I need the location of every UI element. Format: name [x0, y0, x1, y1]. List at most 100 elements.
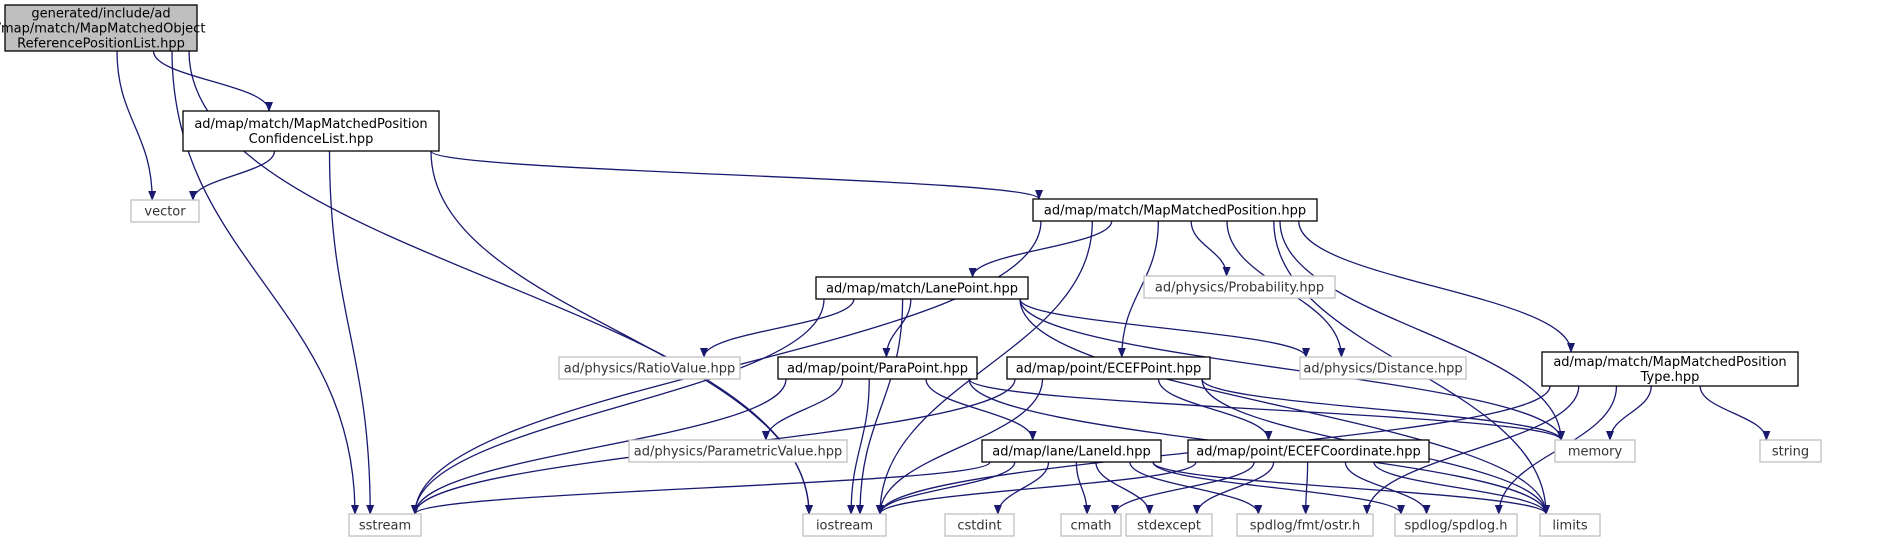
node-memory-box — [1554, 439, 1636, 463]
node-limits-label-line: limits — [1552, 519, 1588, 534]
node-root-label-line: generated/include/ad — [31, 7, 170, 22]
node-limits-box — [1539, 513, 1601, 537]
node-ratiovalue: ad/physics/RatioValue.hpp — [558, 356, 741, 380]
edge-laneid-to-ostr — [1129, 461, 1263, 515]
node-cmath-box — [1060, 513, 1122, 537]
node-probability-label-line: ad/physics/Probability.hpp — [1155, 281, 1324, 296]
node-stdexcept: stdexcept — [1125, 513, 1213, 537]
node-root-label-line: /map/match/MapMatchedObject — [0, 22, 205, 37]
edge-lanepoint-to-iostream — [856, 298, 904, 515]
node-distance: ad/physics/Distance.hpp — [1299, 356, 1467, 380]
node-mmposition[interactable]: ad/map/match/MapMatchedPosition.hpp — [1032, 198, 1318, 222]
node-root: generated/include/ad/map/match/MapMatche… — [0, 4, 205, 52]
edge-lanepoint-to-limits — [1019, 298, 1550, 515]
node-ostr-label-line: spdlog/fmt/ostr.h — [1250, 519, 1361, 534]
node-probability-box — [1143, 275, 1336, 299]
edge-root-to-sstream — [171, 50, 359, 515]
node-string-box — [1759, 439, 1822, 463]
edge-ecefcoord-to-cmath — [1111, 461, 1255, 515]
node-confidence-box — [182, 110, 440, 152]
node-vector: vector — [130, 199, 200, 223]
node-sstream-label-line: sstream — [359, 519, 411, 534]
node-mmptype-label-line: Type.hpp — [1640, 370, 1700, 385]
node-sstream: sstream — [348, 513, 422, 537]
edge-lanepoint-to-sstream — [411, 298, 825, 515]
node-layer: generated/include/ad/map/match/MapMatche… — [0, 4, 1822, 537]
edge-mmposition-to-mmptype — [1298, 220, 1575, 353]
node-confidence-label-line: ad/map/match/MapMatchedPosition — [194, 117, 427, 132]
edge-ecefpoint-to-iostream — [876, 378, 1044, 515]
node-lanepoint-label-line: ad/map/match/LanePoint.hpp — [826, 282, 1018, 297]
node-ecefcoord-box — [1187, 439, 1430, 463]
node-parapoint-label-line: ad/map/point/ParaPoint.hpp — [787, 362, 968, 377]
edge-ecefpoint-to-memory — [1201, 378, 1565, 441]
node-ratiovalue-box — [558, 356, 741, 380]
edge-parapoint-to-iostream — [847, 378, 870, 515]
node-mmposition-box — [1032, 198, 1318, 222]
node-limits: limits — [1539, 513, 1601, 537]
edge-lanepoint-to-ratiovalue — [700, 298, 855, 358]
node-ostr: spdlog/fmt/ostr.h — [1236, 513, 1374, 537]
edge-laneid-to-spdlog — [1152, 461, 1405, 515]
node-root-box — [4, 4, 198, 52]
node-root-label-line: ReferencePositionList.hpp — [17, 37, 185, 52]
node-iostream-label-line: iostream — [816, 519, 873, 534]
node-laneid[interactable]: ad/map/lane/LaneId.hpp — [981, 439, 1162, 463]
node-memory: memory — [1554, 439, 1636, 463]
node-mmptype-box — [1541, 351, 1799, 387]
edge-laneid-to-iostream — [876, 461, 1016, 515]
node-ecefpoint-label-line: ad/map/point/ECEFPoint.hpp — [1016, 362, 1202, 377]
edge-mmposition-to-iostream — [876, 220, 1094, 515]
node-spdlog: spdlog/spdlog.h — [1394, 513, 1518, 537]
node-spdlog-box — [1394, 513, 1518, 537]
node-stdexcept-box — [1125, 513, 1213, 537]
edge-ecefcoord-to-iostream — [876, 461, 1197, 515]
node-distance-label-line: ad/physics/Distance.hpp — [1303, 362, 1462, 377]
node-cstdint-box — [944, 513, 1015, 537]
edge-mmposition-to-probability — [1190, 220, 1231, 277]
node-cmath-label-line: cmath — [1070, 519, 1111, 534]
edge-parapoint-to-parametric — [761, 378, 844, 441]
node-cmath: cmath — [1060, 513, 1122, 537]
edge-mmposition-to-lanepoint — [968, 220, 1113, 278]
node-cstdint: cstdint — [944, 513, 1015, 537]
node-ecefcoord[interactable]: ad/map/point/ECEFCoordinate.hpp — [1187, 439, 1430, 463]
node-string: string — [1759, 439, 1822, 463]
edge-ecefcoord-to-ostr — [1301, 461, 1310, 515]
edge-layer — [116, 50, 1771, 515]
edge-confidence-to-vector — [189, 150, 276, 201]
edge-ecefcoord-to-limits — [1373, 461, 1550, 515]
edge-parapoint-to-memory — [968, 378, 1565, 441]
edge-confidence-to-sstream — [328, 150, 375, 515]
edge-mmposition-to-memory — [1279, 220, 1565, 441]
edge-laneid-to-cstdint — [993, 461, 1050, 515]
node-iostream: iostream — [802, 513, 887, 537]
edge-laneid-to-cmath — [1075, 461, 1092, 515]
edge-ecefpoint-to-ecefcoord — [1157, 378, 1273, 441]
node-cstdint-label-line: cstdint — [957, 519, 1001, 534]
node-parapoint[interactable]: ad/map/point/ParaPoint.hpp — [777, 356, 978, 380]
node-laneid-label-line: ad/map/lane/LaneId.hpp — [992, 445, 1150, 460]
node-spdlog-label-line: spdlog/spdlog.h — [1405, 519, 1508, 534]
edge-ecefcoord-to-stdexcept — [1192, 461, 1275, 515]
node-ratiovalue-label-line: ad/physics/RatioValue.hpp — [564, 362, 735, 377]
edge-laneid-to-limits — [1152, 461, 1550, 515]
node-lanepoint[interactable]: ad/map/match/LanePoint.hpp — [815, 276, 1029, 300]
node-sstream-box — [348, 513, 422, 537]
node-parapoint-box — [777, 356, 978, 380]
node-confidence-label-line: ConfidenceList.hpp — [249, 132, 374, 147]
edge-confidence-to-mmposition — [430, 150, 1043, 200]
node-ecefpoint[interactable]: ad/map/point/ECEFPoint.hpp — [1006, 356, 1211, 380]
edge-laneid-to-sstream — [411, 461, 991, 515]
node-confidence[interactable]: ad/map/match/MapMatchedPositionConfidenc… — [182, 110, 440, 152]
edge-root-to-confidence — [152, 50, 273, 112]
node-ostr-box — [1236, 513, 1374, 537]
node-vector-label-line: vector — [144, 205, 186, 220]
node-stdexcept-label-line: stdexcept — [1137, 519, 1201, 534]
edge-mmptype-to-string — [1699, 385, 1771, 441]
node-parametric-box — [628, 439, 848, 463]
node-laneid-box — [981, 439, 1162, 463]
node-iostream-box — [802, 513, 887, 537]
